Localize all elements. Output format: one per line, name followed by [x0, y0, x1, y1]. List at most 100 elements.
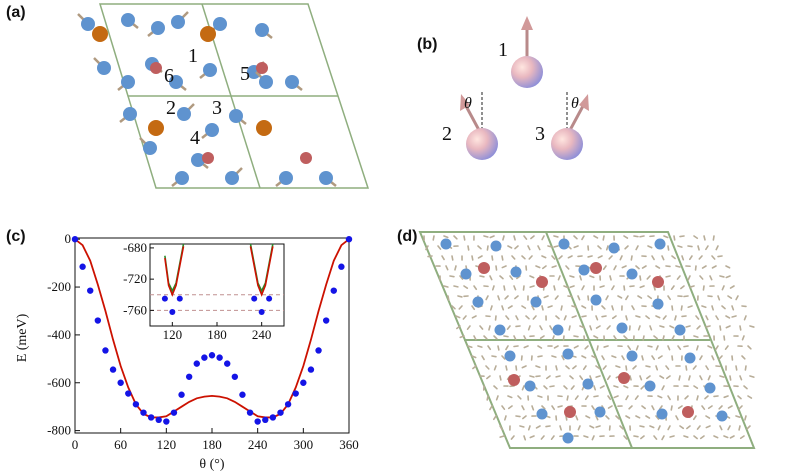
panel-b-label: (b) [417, 36, 438, 53]
texture-mark [529, 375, 535, 378]
blue-atom [121, 13, 135, 27]
texture-mark [606, 325, 611, 330]
texture-mark [591, 435, 595, 441]
texture-mark [635, 265, 640, 270]
texture-mark [621, 355, 625, 361]
texture-mark [497, 295, 501, 301]
inset-point [251, 295, 258, 302]
texture-mark [486, 375, 491, 380]
texture-mark [507, 305, 513, 309]
texture-mark [712, 235, 715, 241]
texture-mark [625, 365, 628, 371]
texture-mark [596, 345, 599, 351]
texture-mark [555, 315, 560, 320]
texture-mark [705, 245, 709, 251]
blue-atom [652, 298, 664, 310]
texture-mark [723, 435, 729, 439]
energy-point [269, 414, 277, 421]
texture-mark [661, 435, 665, 441]
texture-mark [637, 295, 643, 299]
texture-mark [646, 375, 651, 380]
texture-mark [558, 255, 563, 260]
texture-mark [501, 355, 506, 360]
texture-mark [572, 365, 577, 370]
texture-mark [696, 345, 699, 351]
texture-mark [561, 355, 565, 361]
blue-atom [510, 266, 522, 278]
texture-mark [670, 285, 675, 291]
texture-mark [606, 375, 611, 381]
texture-mark [669, 325, 675, 329]
texture-mark [599, 385, 605, 389]
texture-mark [619, 255, 623, 261]
blue-atom [259, 75, 273, 89]
blue-atom [704, 382, 716, 394]
texture-mark [701, 265, 707, 269]
texture-mark [723, 395, 729, 399]
texture-mark [501, 255, 504, 261]
texture-mark [608, 255, 613, 260]
texture-mark [693, 435, 698, 440]
texture-mark [743, 385, 748, 390]
texture-mark [651, 355, 656, 361]
texture-mark [551, 255, 556, 260]
texture-mark [516, 275, 521, 280]
orange-atom [256, 120, 272, 136]
orange-atom [92, 26, 108, 42]
texture-mark [527, 325, 531, 331]
texture-mark [571, 305, 577, 308]
texture-mark [565, 265, 570, 270]
texture-mark [449, 275, 455, 278]
texture-mark [489, 275, 493, 281]
texture-mark [719, 275, 725, 278]
texture-mark [605, 415, 610, 420]
texture-mark [573, 245, 579, 249]
texture-mark [581, 235, 585, 241]
texture-mark [662, 315, 667, 320]
texture-mark [735, 295, 739, 301]
energy-point [307, 366, 315, 373]
texture-mark [637, 325, 641, 331]
texture-mark [557, 405, 563, 408]
texture-mark [741, 355, 746, 360]
red-atom [536, 276, 548, 288]
texture-mark [477, 245, 482, 250]
blue-atom [81, 17, 95, 31]
texture-mark [645, 415, 651, 419]
blue-atom [674, 324, 686, 336]
texture-mark [530, 235, 535, 240]
texture-mark [725, 325, 731, 329]
texture-mark [571, 315, 577, 319]
texture-mark [488, 325, 491, 331]
blue-atom [213, 17, 227, 31]
site-number-6: 6 [164, 65, 174, 87]
texture-mark [471, 355, 477, 359]
texture-mark [472, 365, 477, 370]
blue-atom [536, 408, 548, 420]
blue-atom [626, 268, 638, 280]
texture-mark [477, 255, 483, 259]
blue-atom [205, 123, 219, 137]
texture-mark [727, 405, 733, 409]
texture-mark [687, 245, 693, 248]
texture-mark [514, 295, 519, 300]
energy-point [140, 409, 147, 416]
texture-mark [711, 305, 714, 311]
blue-atom [285, 75, 299, 89]
energy-point [208, 352, 216, 359]
texture-mark [589, 325, 593, 331]
texture-mark [625, 415, 631, 419]
texture-mark [657, 395, 663, 399]
texture-mark [738, 405, 743, 410]
texture-mark [547, 305, 553, 309]
texture-mark [727, 295, 733, 299]
texture-mark [667, 295, 671, 301]
texture-mark [553, 235, 559, 238]
energy-point [147, 414, 155, 421]
texture-mark [584, 345, 589, 350]
blue-atom [151, 21, 165, 35]
texture-mark [607, 395, 612, 401]
blue-atom [191, 153, 205, 167]
texture-mark [553, 245, 559, 248]
texture-mark [551, 335, 555, 341]
